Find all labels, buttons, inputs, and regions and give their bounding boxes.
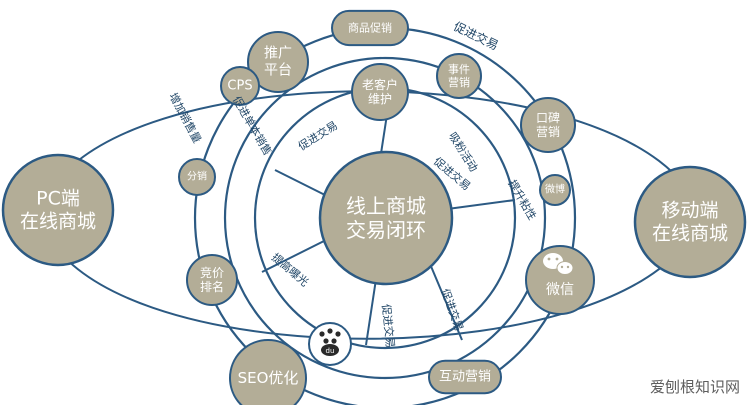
promo-platform-node-shape	[247, 31, 309, 93]
product-promo-node-shape	[331, 9, 409, 47]
wechat-node-label-1: 微信	[546, 282, 574, 298]
interactive-marketing-node-label-1: 互动营销	[439, 370, 491, 385]
baidu-paw-toe-2	[327, 328, 333, 334]
center-node-shape	[318, 150, 454, 286]
event-marketing-node-label-2: 营销	[448, 75, 470, 89]
pc-store-node-label-2: 在线商城	[20, 210, 96, 232]
event-marketing-node-shape	[436, 53, 482, 99]
baidu-paw-toe-3	[335, 331, 341, 337]
mobile-store-node-label-2: 在线商城	[652, 222, 728, 244]
cps-node-label-1: CPS	[227, 79, 252, 94]
label-promote-top: 促进交易	[451, 18, 501, 53]
baidu-icon-text: du	[326, 347, 335, 355]
label-increase-sales: 增加销售量	[166, 90, 204, 145]
center-node-label-1: 线上商城	[346, 194, 426, 218]
weibo-node: 微博	[539, 174, 571, 206]
label-promote-inner: 促进交易	[295, 118, 340, 153]
product-promo-node-label-1: 商品促销	[348, 21, 392, 35]
label-exposure: 提高曝光	[269, 250, 312, 289]
cps-node-shape	[220, 66, 260, 106]
pc-store-node-label-1: PC端	[36, 188, 80, 210]
product-promo-node: 商品促销	[331, 9, 409, 47]
wechat-eye-small-1	[560, 265, 564, 269]
wechat-eye-1	[547, 257, 551, 261]
old-customer-node-label-2: 维护	[368, 92, 392, 106]
bidding-node-label-1: 竞价	[200, 266, 224, 280]
cps-node: CPS	[220, 66, 260, 106]
wechat-node: 微信	[525, 245, 595, 315]
mobile-store-node-shape	[633, 165, 747, 279]
word-of-mouth-node-label-1: 口碑	[536, 110, 560, 125]
distribution-node-label-1: 分销	[187, 170, 207, 183]
word-of-mouth-node-shape	[520, 97, 576, 153]
label-promote-lower-left: 促进交易	[379, 303, 398, 348]
distribution-node-shape	[178, 158, 216, 196]
distribution-node: 分销	[178, 158, 216, 196]
label-promote-sales-volume: 促进单本销售	[230, 94, 275, 158]
event-marketing-node-label-1: 事件	[448, 63, 470, 76]
baidu-paw-icon: du	[308, 322, 352, 366]
weibo-node-shape	[539, 174, 571, 206]
word-of-mouth-node-label-2: 营销	[536, 125, 560, 139]
wechat-bubbles-icon	[543, 253, 574, 275]
wechat-eye-small-2	[566, 265, 570, 269]
bidding-node-shape	[186, 254, 238, 306]
wechat-bubble-small	[556, 261, 574, 275]
mobile-store-node-label-1: 移动端	[661, 200, 718, 222]
baidu-paw-toe-4	[323, 338, 329, 344]
watermark: 爱刨根知识网	[649, 378, 740, 396]
interactive-marketing-node: 互动营销	[428, 359, 502, 395]
pc-store-node-shape	[1, 153, 115, 267]
seo-node-label-1: SEO优化	[238, 369, 299, 387]
promo-platform-node-label-2: 平台	[264, 62, 292, 78]
baidu-paw-toe-1	[319, 331, 325, 337]
orbit-ring-2	[223, 56, 547, 380]
bidding-node-label-2: 排名	[200, 279, 224, 294]
old-customer-node-shape	[351, 63, 409, 121]
baidu-paw-toe-5	[331, 338, 337, 344]
partition-left	[261, 237, 331, 273]
baidu-paw-pad	[321, 344, 339, 356]
interactive-marketing-node-shape	[428, 359, 502, 395]
old-customer-node-label-1: 老客户	[362, 77, 398, 92]
center-node-label-2: 交易闭环	[346, 218, 426, 242]
weibo-node-label-1: 微博	[545, 183, 565, 196]
wechat-node-shape	[525, 245, 595, 315]
wechat-eye-2	[555, 257, 559, 261]
seo-node: SEO优化	[229, 339, 307, 405]
promo-platform-node-label-1: 推广	[264, 46, 292, 62]
seo-node-shape	[229, 339, 307, 405]
label-promote-lower-right: 促进交易	[438, 287, 466, 333]
